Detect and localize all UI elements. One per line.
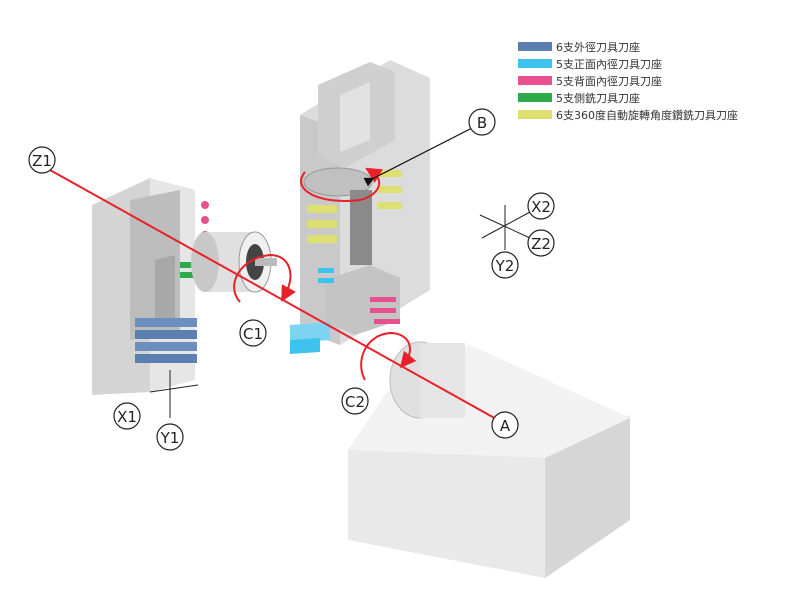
svg-text:A: A [500,417,511,435]
legend-item: 5支正面內徑刀具刀座 [518,55,738,72]
axis-cross-left [149,370,199,418]
legend-swatch [518,93,552,102]
od-tool-holders-left [135,318,197,363]
axis-cross-right [479,205,531,250]
legend: 6支外徑刀具刀座 5支正面內徑刀具刀座 5支背面內徑刀具刀座 5支側銑刀具刀座 … [518,38,738,123]
legend-swatch [518,110,552,119]
label-z2: Z2 [527,229,555,257]
label-z1: Z1 [28,146,56,174]
back-id-holders [370,297,400,324]
front-id-holders [290,268,334,354]
b-leader-line [363,127,473,187]
svg-text:X2: X2 [531,198,551,216]
z1-a-axis-line [49,169,499,421]
svg-text:Y1: Y1 [160,429,180,447]
legend-item: 6支360度自動旋轉角度鑽銑刀具刀座 [518,106,738,123]
svg-text:C1: C1 [243,325,263,343]
svg-text:Z1: Z1 [32,152,52,170]
svg-text:X1: X1 [117,408,137,426]
legend-item: 5支背面內徑刀具刀座 [518,72,738,89]
label-c1: C1 [239,319,267,347]
left-headstock [92,178,277,395]
b-rotation-arrow [300,167,384,202]
legend-item: 6支外徑刀具刀座 [518,38,738,55]
svg-text:Z2: Z2 [531,235,551,253]
b-axis-head [303,62,395,265]
c2-rotation-arrow [360,331,417,381]
sub-spindle-block [348,341,630,578]
spindle-chuck-left [191,231,277,293]
svg-text:Y2: Y2 [495,257,515,275]
side-mill-holder [180,262,194,268]
label-c2: C2 [341,387,369,415]
legend-item: 5支側銑刀具刀座 [518,89,738,106]
label-x1: X1 [113,402,141,430]
label-y1: Y1 [156,423,184,451]
svg-text:C2: C2 [345,393,365,411]
center-tower [290,60,430,354]
c1-rotation-arrow [233,253,296,303]
label-x2: X2 [527,192,555,220]
label-b: B [468,108,496,136]
legend-swatch [518,42,552,51]
rotary-drill-mill-holders [307,170,402,243]
legend-swatch [518,59,552,68]
legend-swatch [518,76,552,85]
label-y2: Y2 [491,251,519,279]
label-a: A [491,411,519,439]
svg-text:B: B [477,114,487,132]
